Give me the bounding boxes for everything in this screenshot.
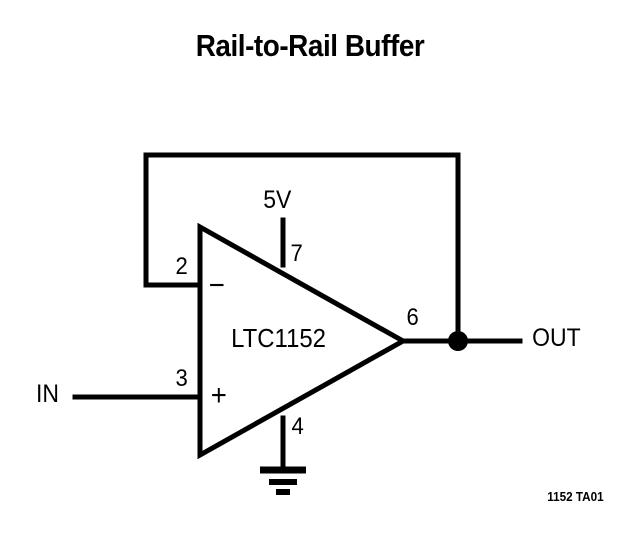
pin-label-4: 4 (291, 413, 304, 440)
figure-title: Rail-to-Rail Buffer (195, 28, 425, 63)
pin-label-7: 7 (290, 240, 303, 267)
ground-symbol-icon (260, 466, 306, 495)
opamp-triangle-icon (197, 222, 409, 460)
figure-caption: 1152 TA01 (547, 489, 604, 504)
feedback-wire (143, 152, 461, 344)
pin-label-2: 2 (175, 253, 188, 280)
inverting-input-sign: − (208, 269, 225, 302)
input-terminal-label: IN (36, 380, 59, 408)
noninverting-input-sign: + (210, 379, 227, 412)
part-number-label: LTC1152 (231, 323, 326, 353)
pin-label-6: 6 (406, 304, 419, 331)
output-junction-dot (448, 331, 468, 351)
pin-label-3: 3 (175, 365, 188, 392)
output-terminal-label: OUT (532, 324, 581, 352)
supply-voltage-label: 5V (263, 186, 292, 214)
